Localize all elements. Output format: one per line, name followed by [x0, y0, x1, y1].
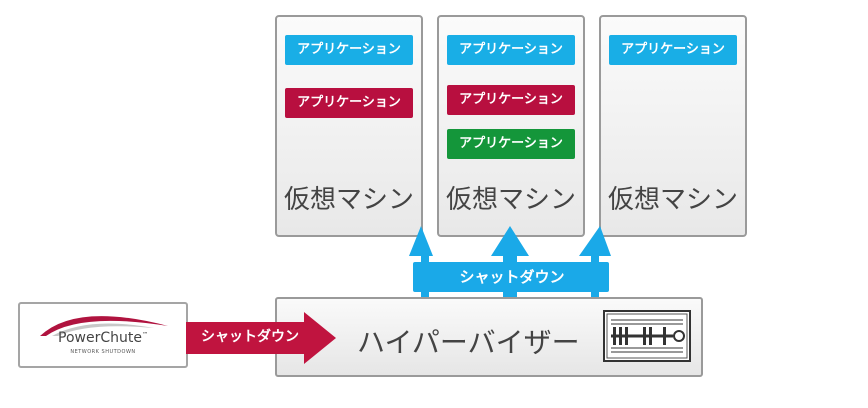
shutdown-arrows-up — [409, 226, 611, 300]
server-icon — [603, 310, 691, 362]
arrow-up-label-bg — [413, 262, 609, 292]
virtual-machine-3: アプリケーション 仮想マシン — [599, 15, 747, 237]
virtual-machine-2: アプリケーション アプリケーション アプリケーション 仮想マシン — [437, 15, 585, 237]
powerchute-title: PowerChute™ — [58, 330, 148, 346]
vm-label: 仮想マシン — [607, 185, 738, 215]
powerchute-logo: PowerChute™ NETWORK SHUTDOWN — [18, 302, 188, 368]
shutdown-arrow-right — [186, 312, 336, 364]
application-block: アプリケーション — [285, 88, 413, 118]
application-block: アプリケーション — [609, 35, 737, 65]
powerchute-subtitle: NETWORK SHUTDOWN — [70, 349, 136, 355]
application-block: アプリケーション — [447, 85, 575, 115]
application-block: アプリケーション — [285, 35, 413, 65]
vm-label: 仮想マシン — [445, 185, 576, 215]
hypervisor-box: ハイパーバイザー — [275, 297, 703, 377]
hypervisor-label: ハイパーバイザー — [357, 326, 580, 359]
shutdown-to-hypervisor-label: シャットダウン — [201, 329, 299, 345]
virtual-machine-1: アプリケーション アプリケーション 仮想マシン — [275, 15, 423, 237]
application-block: アプリケーション — [447, 129, 575, 159]
powerchute-swoosh-icon — [40, 316, 168, 336]
vm-label: 仮想マシン — [283, 185, 414, 215]
application-block: アプリケーション — [447, 35, 575, 65]
shutdown-to-vms-label: シャットダウン — [459, 268, 565, 286]
